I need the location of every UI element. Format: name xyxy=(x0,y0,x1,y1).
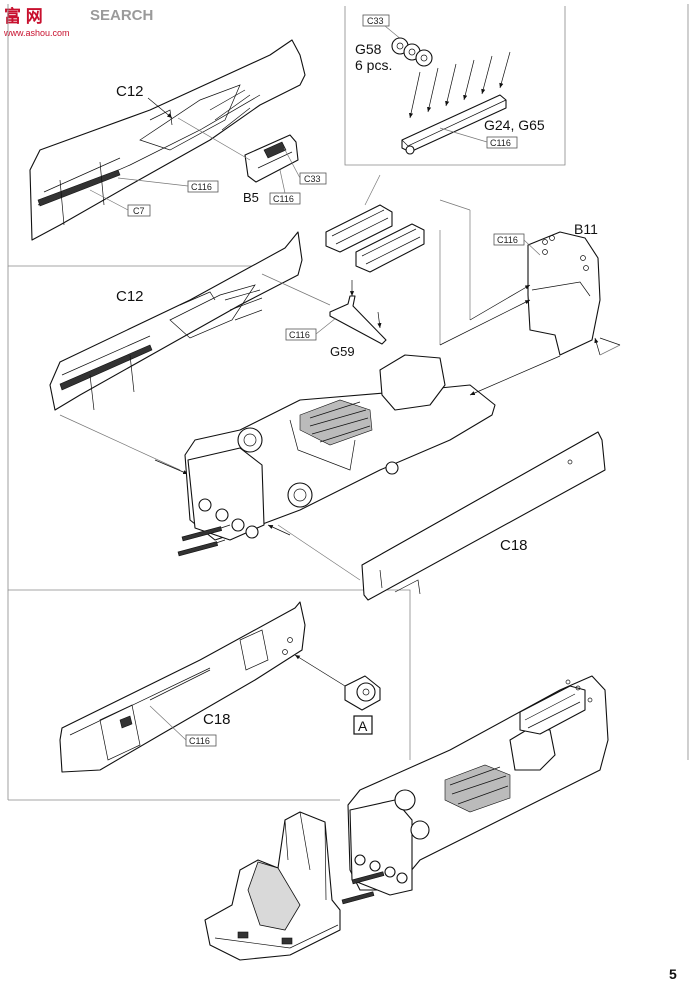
fuselage-side-c12-top xyxy=(29,39,306,241)
watermark-logo: 富 网 xyxy=(4,6,43,26)
tag-c116-b11: C116 xyxy=(493,233,525,246)
g58-arrows xyxy=(408,51,511,119)
svg-text:C33: C33 xyxy=(367,16,384,26)
watermark-brand: SEARCH xyxy=(90,7,153,24)
label-g58-qty: 6 pcs. xyxy=(355,57,392,73)
label-g24-g65: G24, G65 xyxy=(484,117,545,133)
svg-text:C7: C7 xyxy=(133,206,145,216)
label-c18-bottom: C18 xyxy=(203,711,231,728)
watermark: 富 网 SEARCH www.ashou.com xyxy=(3,6,153,38)
part-b5 xyxy=(244,134,299,183)
svg-text:C116: C116 xyxy=(497,235,518,245)
fuselage-side-c18-bottom xyxy=(59,601,306,773)
tag-c116-g59: C116 xyxy=(285,328,317,341)
svg-text:C116: C116 xyxy=(191,182,212,192)
label-c12-top: C12 xyxy=(116,83,144,100)
label-g59: G59 xyxy=(330,344,355,359)
assembled-fuselage xyxy=(341,675,609,905)
svg-text:C116: C116 xyxy=(273,194,294,204)
svg-text:C116: C116 xyxy=(289,330,310,340)
step-frames xyxy=(7,4,689,801)
part-b11 xyxy=(527,231,601,356)
fuselage-side-c18-mid xyxy=(361,431,606,601)
watermark-url: www.ashou.com xyxy=(3,28,70,38)
label-c12-mid: C12 xyxy=(116,288,144,305)
label-b11: B11 xyxy=(574,221,598,237)
cockpit-floor-assembly xyxy=(177,354,496,557)
tag-c7: C7 xyxy=(127,204,151,217)
svg-text:C116: C116 xyxy=(189,736,210,746)
tag-c33-b5: C33 xyxy=(299,172,327,185)
part-g59 xyxy=(329,295,387,345)
label-b5: B5 xyxy=(243,190,259,205)
label-g58: G58 xyxy=(355,41,382,57)
ammo-boxes xyxy=(325,204,425,273)
detail-a-part xyxy=(344,675,381,711)
part-g58 xyxy=(391,37,433,67)
tag-c33-top: C33 xyxy=(362,14,390,27)
tag-c116-upper-left: C116 xyxy=(187,180,219,193)
part-g24-g65 xyxy=(401,94,507,155)
detail-a-box xyxy=(353,715,373,735)
label-c18-mid: C18 xyxy=(500,537,528,554)
svg-text:C116: C116 xyxy=(490,138,511,148)
fuselage-side-c12-mid xyxy=(49,231,303,411)
svg-text:C33: C33 xyxy=(304,174,321,184)
label-detail-a: A xyxy=(358,718,368,734)
tag-c116-top: C116 xyxy=(486,136,518,149)
tag-c116-lower: C116 xyxy=(185,734,217,747)
pilot-seat xyxy=(204,811,341,961)
page-number: 5 xyxy=(669,966,677,982)
tag-c116-b5: C116 xyxy=(269,192,301,205)
